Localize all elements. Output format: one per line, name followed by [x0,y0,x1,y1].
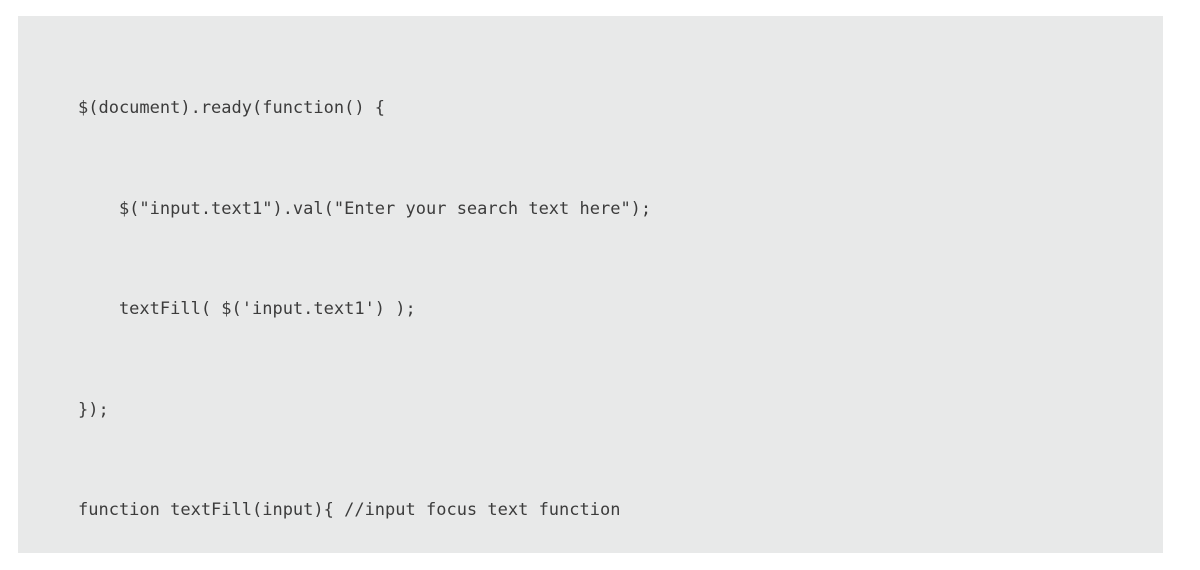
code-line: $(document).ready(function() { [78,98,386,118]
code-line: textFill( $('input.text1') ); [78,299,416,319]
code-line: }); [78,399,109,420]
code-listing[interactable]: $(document).ready(function() { $("input.… [78,25,651,553]
code-line: $("input.text1").val("Enter your search … [78,198,652,219]
code-block-panel: $(document).ready(function() { $("input.… [18,16,1163,553]
code-line: function textFill(input){ //input focus … [78,500,621,520]
